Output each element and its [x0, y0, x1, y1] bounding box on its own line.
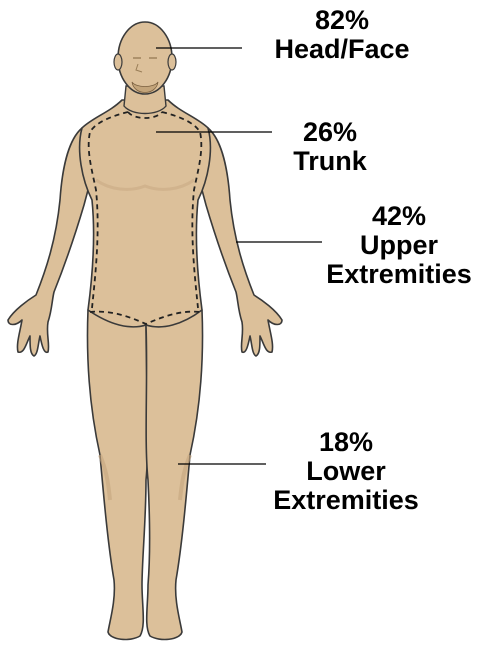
upper-extremities-name-line2: Extremities [314, 260, 484, 289]
lower-extremities-label: 18% Lower Extremities [258, 428, 434, 515]
trunk-label: 26% Trunk [280, 118, 380, 176]
legs [88, 310, 203, 639]
torso-shape [80, 100, 211, 327]
left-leg [146, 310, 203, 639]
trunk-name: Trunk [280, 147, 380, 176]
head-face-name: Head/Face [262, 35, 422, 64]
trunk-percent: 26% [280, 118, 380, 147]
upper-extremities-label: 42% Upper Extremities [314, 202, 484, 289]
head-shape [118, 22, 172, 94]
right-leg [88, 310, 148, 639]
torso [80, 100, 211, 327]
lower-extremities-percent: 18% [258, 428, 434, 457]
head-face-percent: 82% [262, 6, 422, 35]
upper-extremities-percent: 42% [314, 202, 484, 231]
lower-extremities-name-line2: Extremities [258, 486, 434, 515]
lower-extremities-name-line1: Lower [258, 457, 434, 486]
head-face-label: 82% Head/Face [262, 6, 422, 64]
upper-extremities-name-line1: Upper [314, 231, 484, 260]
